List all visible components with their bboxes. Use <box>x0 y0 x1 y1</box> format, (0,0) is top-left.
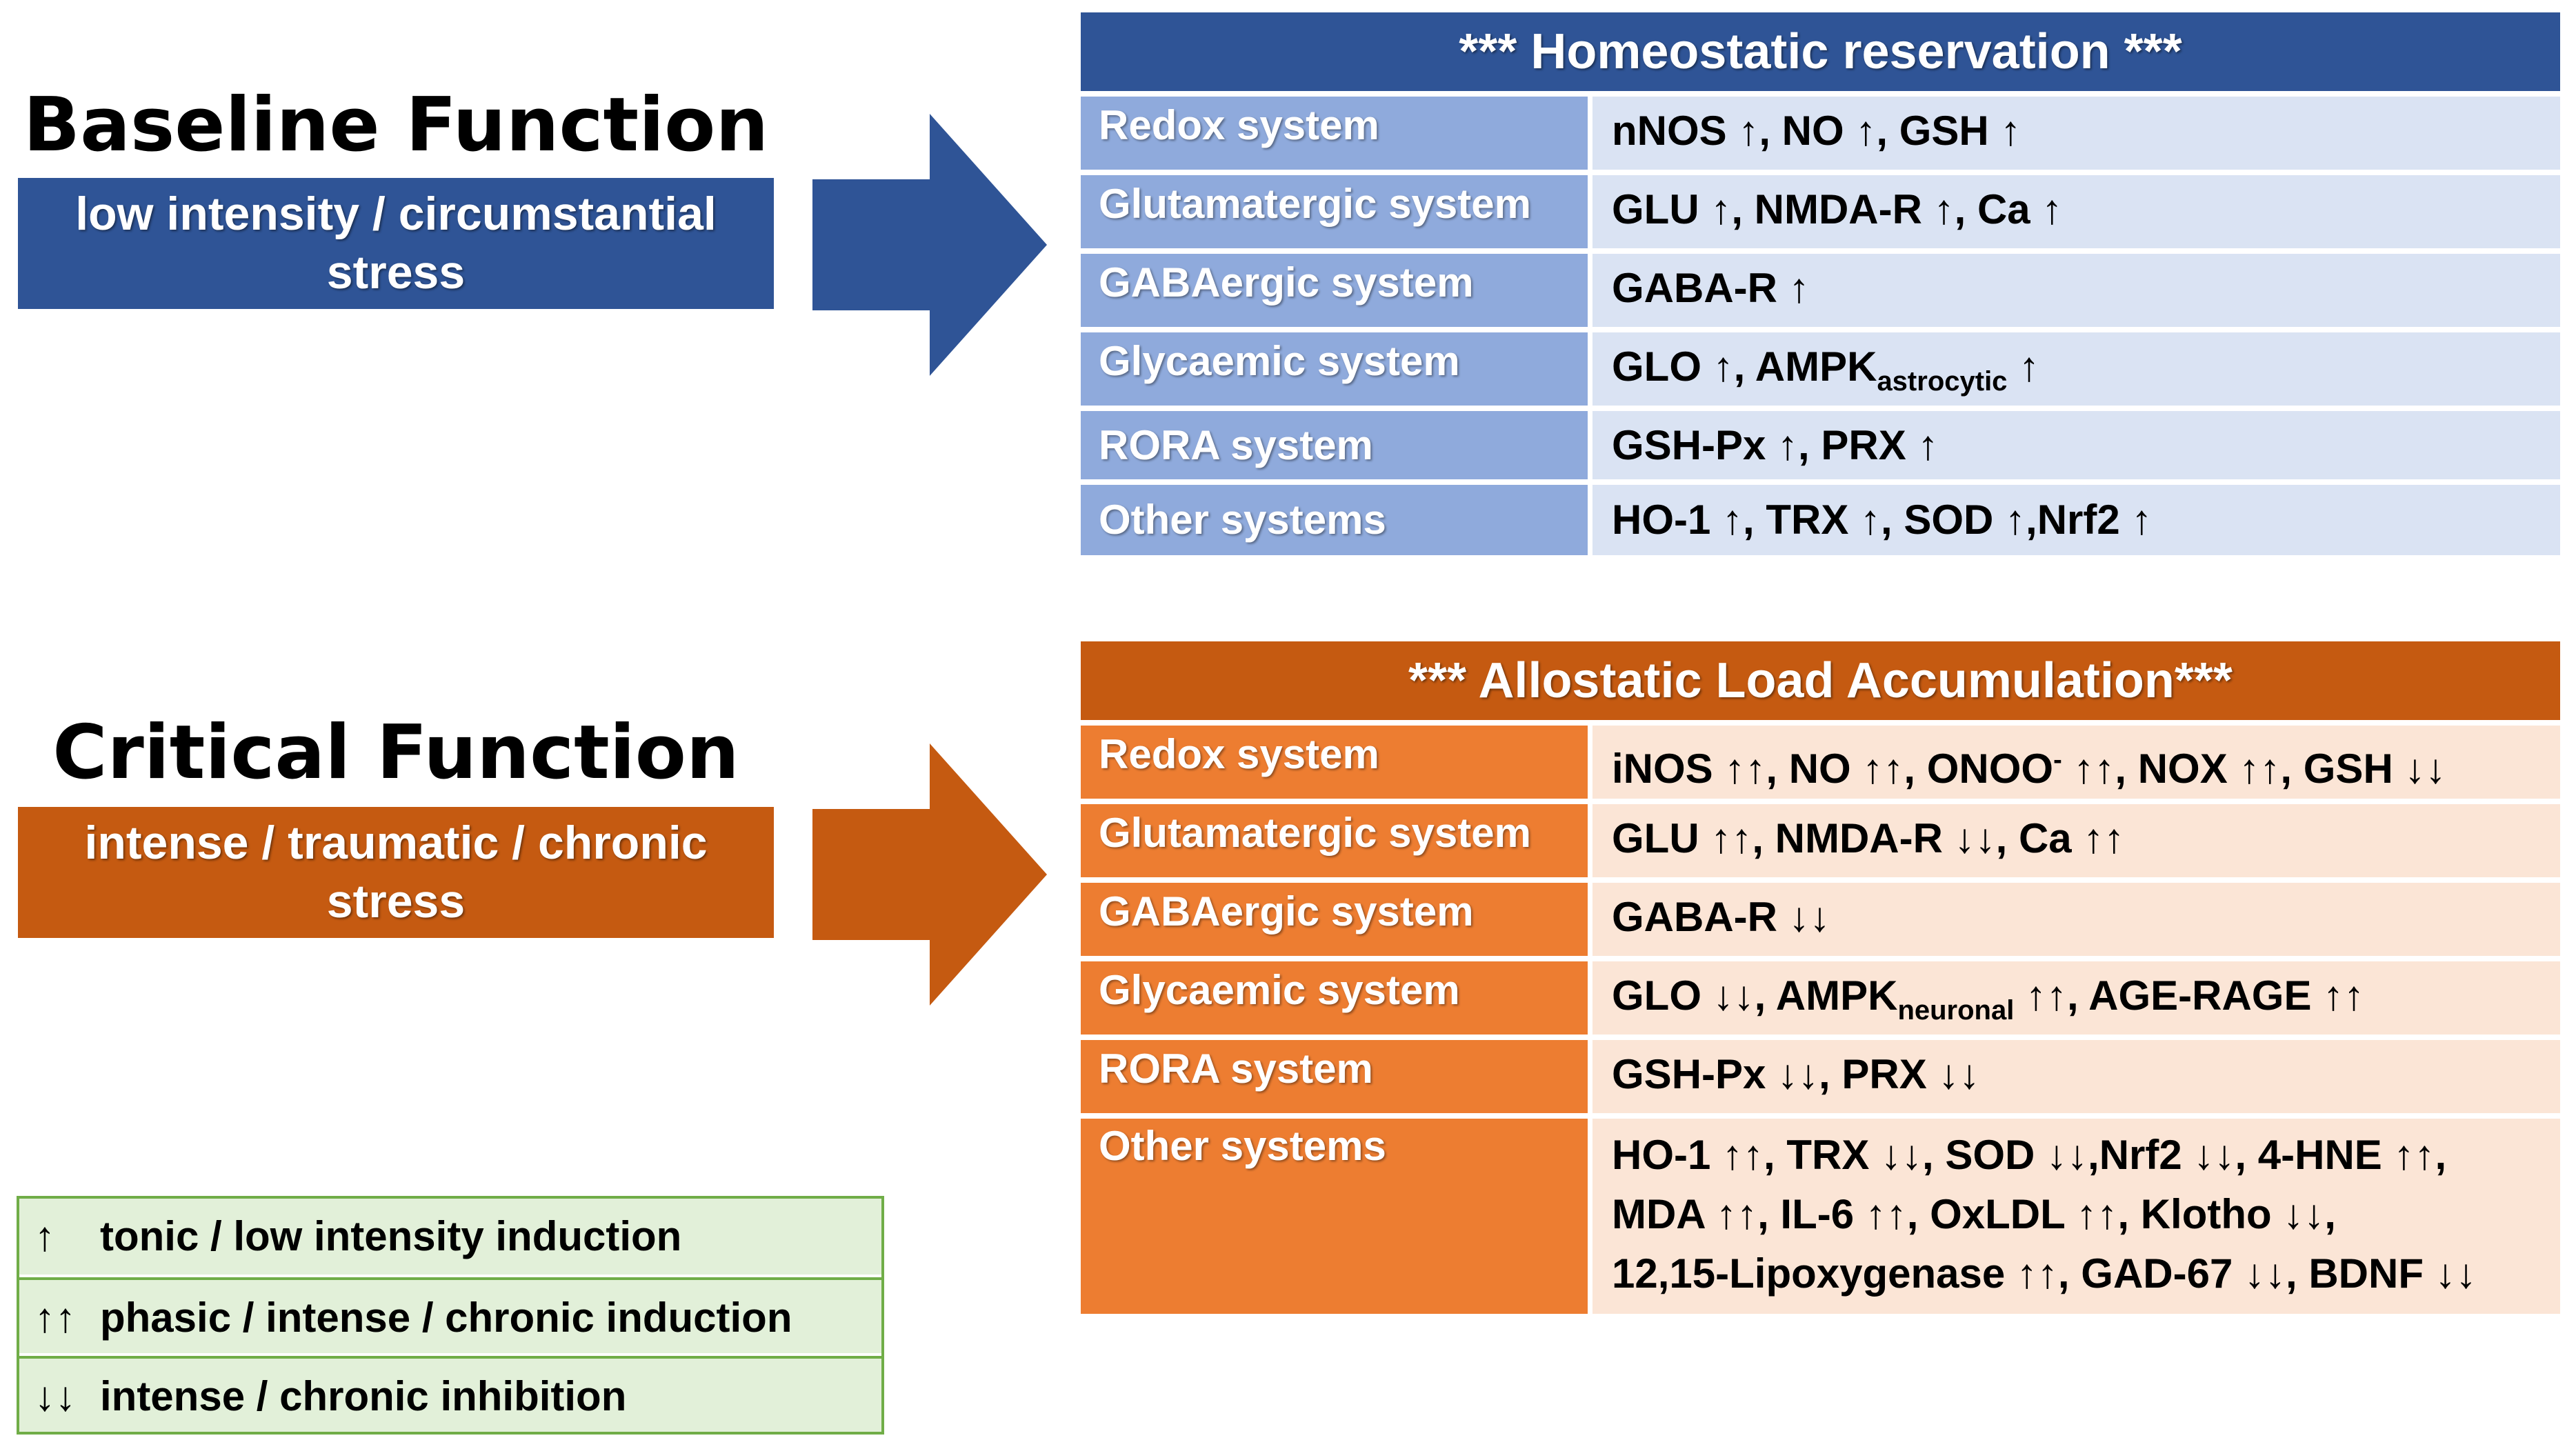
system-effects: GSH-Px ↑, PRX ↑ <box>1592 411 2560 479</box>
table-row: Other systems HO-1 ↑↑, TRX ↓↓, SOD ↓↓,Nr… <box>1081 1119 2560 1314</box>
table-row: GABAergic system GABA-R ↓↓ <box>1081 883 2560 956</box>
system-effects: GABA-R ↑ <box>1592 254 2560 327</box>
effects-line: MDA ↑↑, IL-6 ↑↑, OxLDL ↑↑, Klotho ↓↓, <box>1612 1191 2336 1237</box>
effects-part: GLO ↑, AMPK <box>1612 343 1877 390</box>
table-row: RORA system GSH-Px ↓↓, PRX ↓↓ <box>1081 1040 2560 1113</box>
system-label: Glycaemic system <box>1081 961 1588 1035</box>
effects-line: HO-1 ↑↑, TRX ↓↓, SOD ↓↓,Nrf2 ↓↓, 4-HNE ↑… <box>1612 1132 2447 1178</box>
system-effects: HO-1 ↑, TRX ↑, SOD ↑,Nrf2 ↑ <box>1592 485 2560 555</box>
table-row: Glutamatergic system GLU ↑↑, NMDA-R ↓↓, … <box>1081 804 2560 877</box>
homeostatic-table-title: *** Homeostatic reservation *** <box>1081 12 2560 91</box>
baseline-stress-line2: stress <box>326 246 466 299</box>
legend-text: tonic / low intensity induction <box>100 1213 682 1259</box>
system-label: Redox system <box>1081 97 1588 170</box>
system-effects: nNOS ↑, NO ↑, GSH ↑ <box>1592 97 2560 170</box>
system-label: GABAergic system <box>1081 254 1588 327</box>
table-row: Redox system nNOS ↑, NO ↑, GSH ↑ <box>1081 97 2560 170</box>
effects-part: ↑↑, NOX ↑↑, GSH ↓↓ <box>2061 746 2446 792</box>
legend-text: phasic / intense / chronic induction <box>100 1295 792 1341</box>
legend-item: ↓↓ intense / chronic inhibition <box>19 1356 881 1432</box>
table-row: GABAergic system GABA-R ↑ <box>1081 254 2560 327</box>
system-label: GABAergic system <box>1081 883 1588 956</box>
effects-line: 12,15-Lipoxygenase ↑↑, GAD-67 ↓↓, BDNF ↓… <box>1612 1250 2477 1297</box>
table-row: RORA system GSH-Px ↑, PRX ↑ <box>1081 411 2560 479</box>
system-effects: iNOS ↑↑, NO ↑↑, ONOO- ↑↑, NOX ↑↑, GSH ↓↓ <box>1592 726 2560 799</box>
critical-arrow-icon <box>812 743 1047 1006</box>
baseline-stress-line1: low intensity / circumstantial <box>75 188 717 240</box>
allostatic-table: *** Allostatic Load Accumulation*** Redo… <box>1081 641 2560 1314</box>
legend-text: intense / chronic inhibition <box>100 1373 627 1419</box>
table-row: Glutamatergic system GLU ↑, NMDA-R ↑, Ca… <box>1081 175 2560 248</box>
single-up-arrow-icon: ↑ <box>34 1213 55 1259</box>
effects-part: GLO ↓↓, AMPK <box>1612 972 1898 1019</box>
system-effects: HO-1 ↑↑, TRX ↓↓, SOD ↓↓,Nrf2 ↓↓, 4-HNE ↑… <box>1592 1119 2560 1314</box>
table-row: Other systems HO-1 ↑, TRX ↑, SOD ↑,Nrf2 … <box>1081 485 2560 555</box>
system-effects: GSH-Px ↓↓, PRX ↓↓ <box>1592 1040 2560 1113</box>
system-label: Other systems <box>1081 1119 1588 1314</box>
system-label: Glutamatergic system <box>1081 175 1588 248</box>
effects-subscript: neuronal <box>1897 995 2015 1026</box>
double-down-arrow-icon: ↓↓ <box>34 1373 76 1419</box>
baseline-arrow-icon <box>812 114 1047 376</box>
homeostatic-table: *** Homeostatic reservation *** Redox sy… <box>1081 12 2560 555</box>
double-up-arrow-icon: ↑↑ <box>34 1295 76 1341</box>
table-row: Glycaemic system GLO ↓↓, AMPKneuronal ↑↑… <box>1081 961 2560 1035</box>
system-effects: GLU ↑↑, NMDA-R ↓↓, Ca ↑↑ <box>1592 804 2560 877</box>
legend-item: ↑ tonic / low intensity induction <box>19 1199 881 1275</box>
effects-part: iNOS ↑↑, NO ↑↑, ONOO <box>1612 746 2054 792</box>
system-effects: GLO ↓↓, AMPKneuronal ↑↑, AGE-RAGE ↑↑ <box>1592 961 2560 1035</box>
system-label: Other systems <box>1081 485 1588 555</box>
table-row: Redox system iNOS ↑↑, NO ↑↑, ONOO- ↑↑, N… <box>1081 726 2560 799</box>
critical-function-title: Critical Function <box>52 710 739 796</box>
effects-part: ↑↑, AGE-RAGE ↑↑ <box>2014 972 2365 1019</box>
critical-stress-line2: stress <box>326 875 466 928</box>
system-label: RORA system <box>1081 1040 1588 1113</box>
table-row: Glycaemic system GLO ↑, AMPKastrocytic ↑ <box>1081 332 2560 406</box>
critical-stress-box: intense / traumatic / chronic stress <box>18 807 774 938</box>
effects-superscript: - <box>2053 746 2062 775</box>
system-label: Redox system <box>1081 726 1588 799</box>
baseline-stress-box: low intensity / circumstantial stress <box>18 178 774 309</box>
system-label: Glycaemic system <box>1081 332 1588 406</box>
system-effects: GABA-R ↓↓ <box>1592 883 2560 956</box>
allostatic-table-title: *** Allostatic Load Accumulation*** <box>1081 641 2560 720</box>
legend: ↑ tonic / low intensity induction ↑↑ phasi… <box>17 1196 884 1435</box>
effects-subscript: astrocytic <box>1877 366 2008 397</box>
critical-stress-line1: intense / traumatic / chronic <box>84 817 708 869</box>
legend-item: ↑↑ phasic / intense / chronic induction <box>19 1277 881 1353</box>
system-label: RORA system <box>1081 411 1588 479</box>
system-label: Glutamatergic system <box>1081 804 1588 877</box>
system-effects: GLU ↑, NMDA-R ↑, Ca ↑ <box>1592 175 2560 248</box>
baseline-function-title: Baseline Function <box>23 82 769 168</box>
effects-part: ↑ <box>2007 343 2040 390</box>
system-effects: GLO ↑, AMPKastrocytic ↑ <box>1592 332 2560 406</box>
